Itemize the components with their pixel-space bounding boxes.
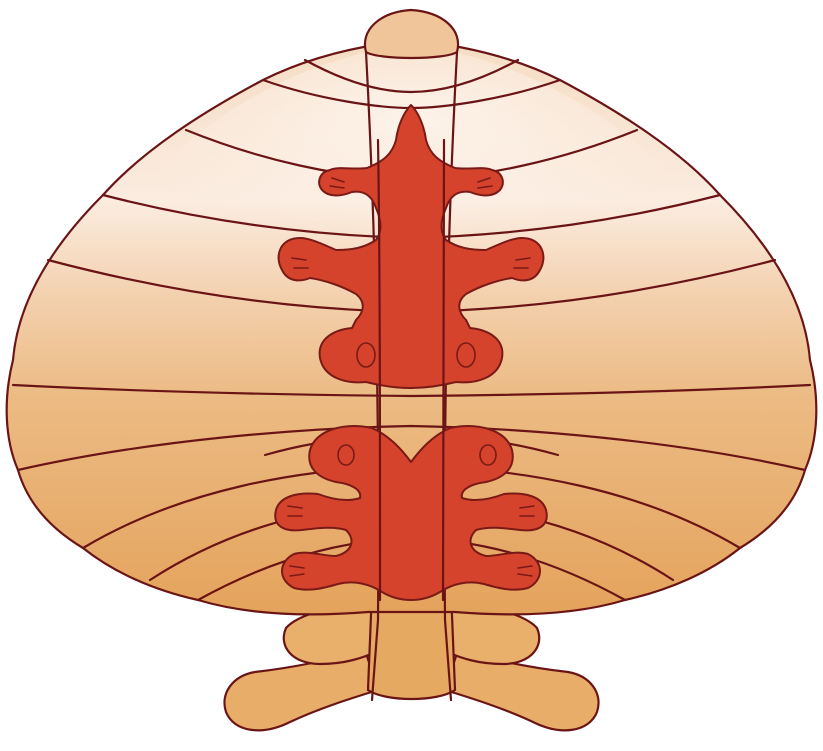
lingula-cap: [365, 10, 458, 58]
right-flocculus: [445, 650, 599, 730]
left-flocculus: [224, 650, 378, 730]
